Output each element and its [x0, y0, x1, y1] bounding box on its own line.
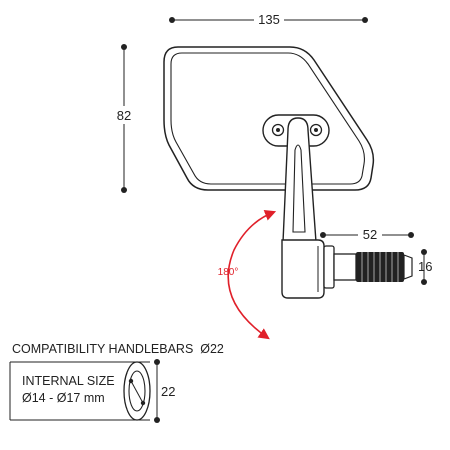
end-diameter-dimension: 16 — [418, 249, 432, 285]
handlebar-tube-icon — [123, 361, 151, 421]
rotation-label: 180° — [218, 267, 239, 278]
width-label: 135 — [258, 12, 280, 27]
height-label: 82 — [117, 108, 131, 123]
compatibility-diameter: Ø22 — [200, 342, 224, 356]
internal-size-label: INTERNAL SIZE — [22, 374, 115, 388]
height-dimension: 82 — [112, 44, 136, 193]
bolt-left-icon — [271, 123, 285, 137]
mirror-head — [163, 46, 375, 191]
pivot-block — [281, 239, 325, 299]
compatibility-title-text: COMPATIBILITY HANDLEBARS — [12, 342, 194, 356]
internal-size-range: Ø14 - Ø17 mm — [22, 391, 105, 405]
bore-height-dimension: 22 — [154, 359, 175, 423]
bolt-right-icon — [309, 123, 323, 137]
bar-end-stem — [323, 245, 413, 289]
rotation-arrow: 180° — [218, 209, 277, 340]
width-dimension: 135 — [169, 11, 368, 29]
stem-length-label: 52 — [363, 227, 377, 242]
mirror-arm — [282, 117, 317, 243]
compatibility-title: COMPATIBILITY HANDLEBARS Ø22 — [12, 342, 224, 356]
end-diameter-label: 16 — [418, 259, 432, 274]
stem-length-dimension: 52 — [320, 226, 414, 244]
bore-height-label: 22 — [161, 384, 175, 399]
compatibility-bracket — [9, 361, 150, 421]
